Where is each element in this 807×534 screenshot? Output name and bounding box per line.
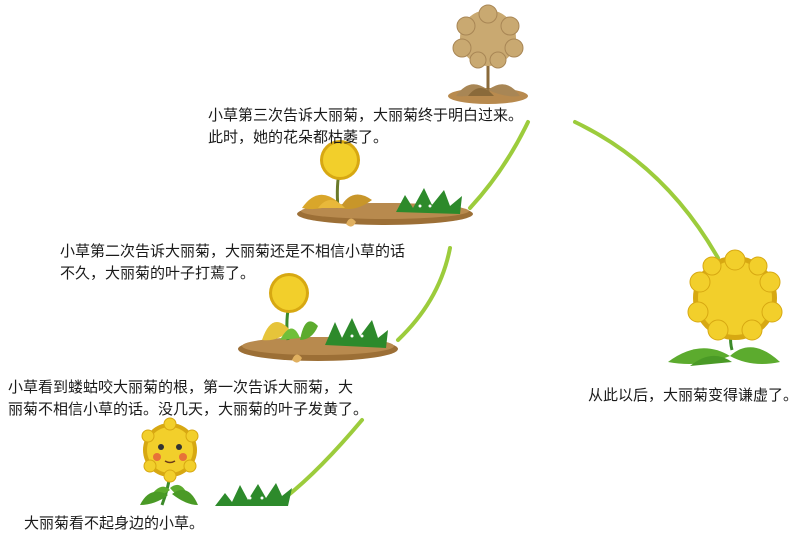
caption-stage3-line1: 小草第二次告诉大丽菊，大丽菊还是不相信小草的话 xyxy=(60,242,406,260)
stage2-illustration xyxy=(238,273,398,363)
caption-stage1: 大丽菊看不起身边的小草。 xyxy=(24,514,205,532)
caption-stage3-line2: 不久，大丽菊的叶子打蔫了。 xyxy=(60,264,256,282)
caption-stage4-line1: 小草第三次告诉大丽菊，大丽菊终于明白过来。 xyxy=(208,106,524,124)
stage3-illustration xyxy=(297,140,473,227)
connector-3-4 xyxy=(468,120,530,210)
caption-stage5: 从此以后，大丽菊变得谦虚了。 xyxy=(588,386,799,404)
connector-1-2 xyxy=(284,418,364,499)
flow-connectors xyxy=(284,120,720,499)
caption-stage2-line1: 小草看到蝼蛄咬大丽菊的根，第一次告诉大丽菊，大 xyxy=(8,378,354,396)
stage5-dahlia-illustration xyxy=(668,249,783,366)
stage1-grass-illustration xyxy=(215,483,292,506)
stage1-dahlia-illustration xyxy=(140,417,199,506)
connector-4-5 xyxy=(573,120,720,260)
connector-2-3 xyxy=(396,246,452,342)
caption-stage4-line2: 此时，她的花朵都枯萎了。 xyxy=(208,128,389,146)
stage4-withered-illustration xyxy=(448,4,528,104)
caption-stage2-line2: 丽菊不相信小草的话。没几天，大丽菊的叶子发黄了。 xyxy=(8,400,369,418)
